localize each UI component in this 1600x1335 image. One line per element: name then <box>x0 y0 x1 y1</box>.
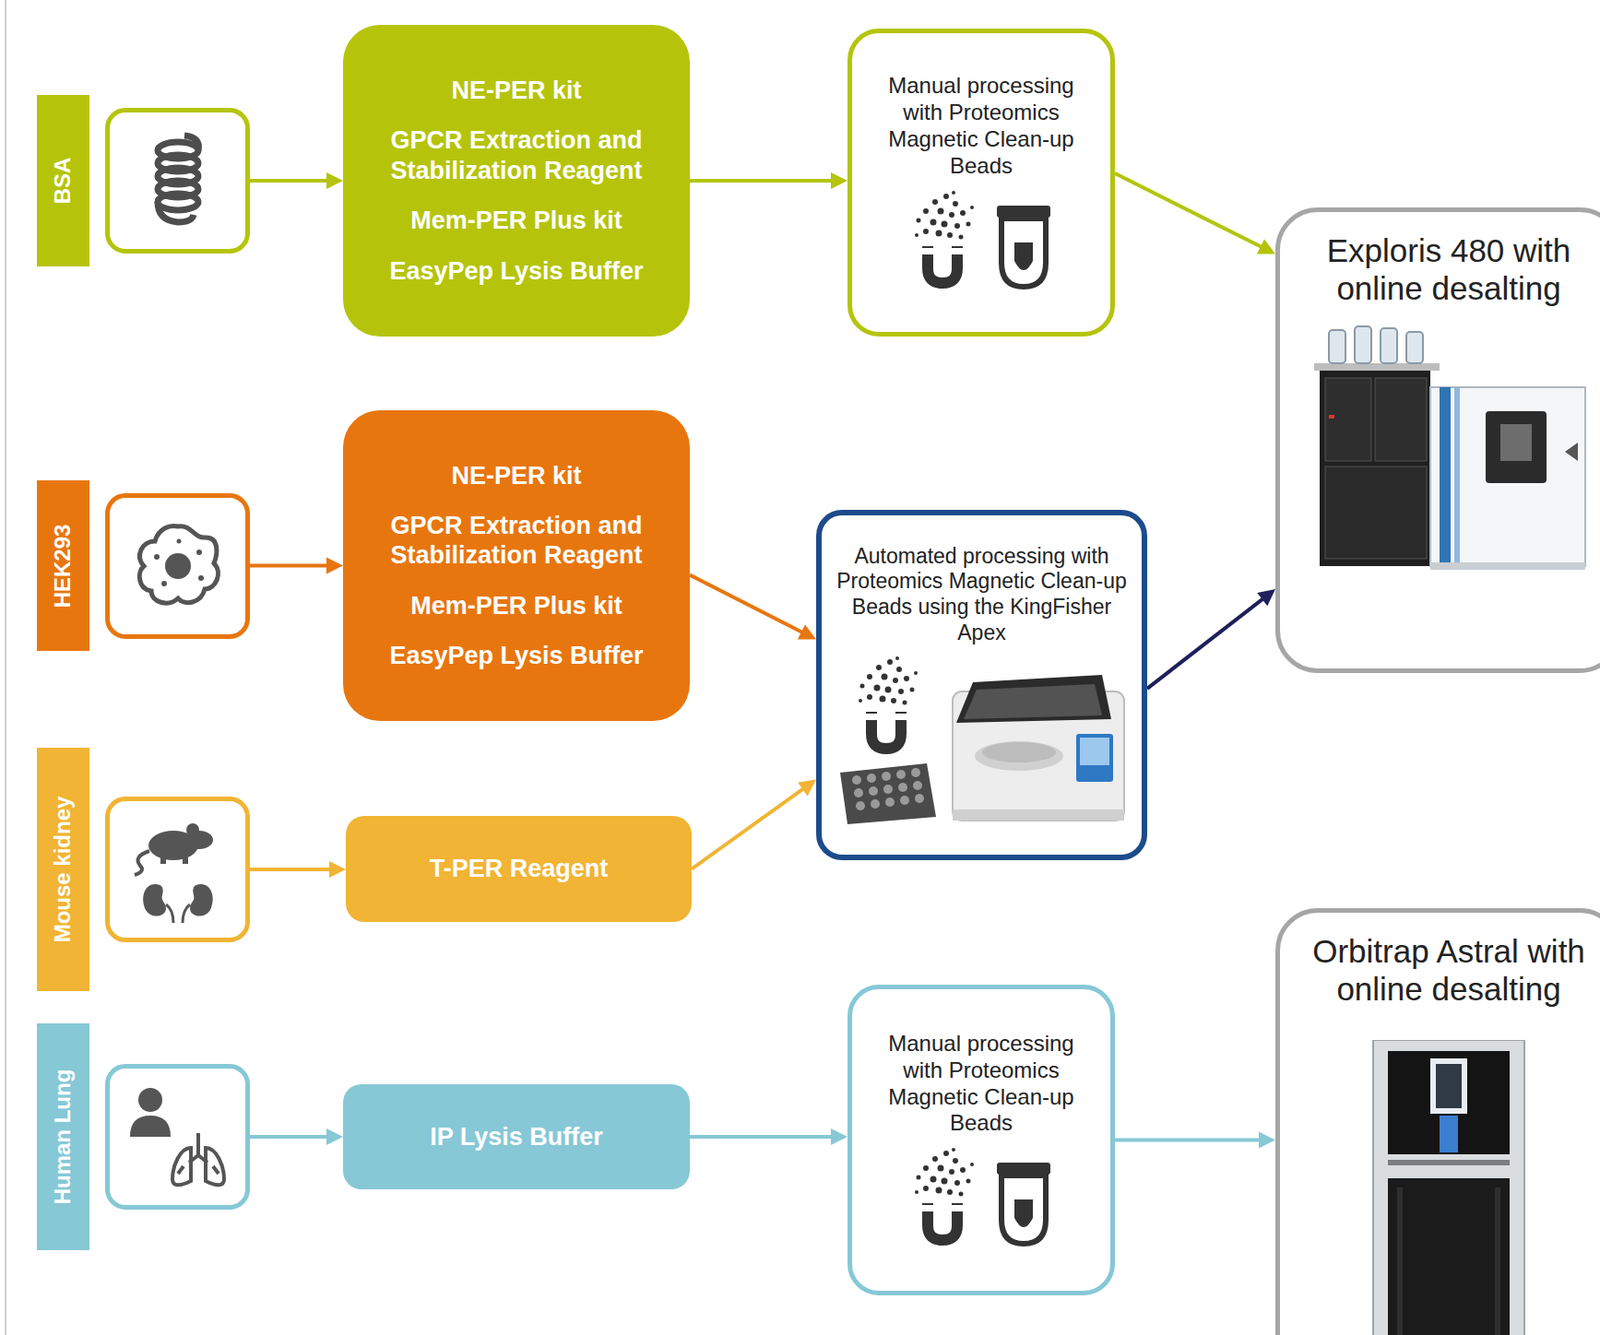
flow-arrow <box>249 1128 344 1146</box>
arrow-line <box>249 564 329 569</box>
arrow-line <box>689 575 804 634</box>
process-box: Manual processing with Proteomics Magnet… <box>847 984 1115 1296</box>
kingfisher-illustration <box>834 654 1130 827</box>
arrow-head <box>1258 1132 1276 1150</box>
icon-box <box>105 493 250 640</box>
reagent-name: Mem-PER Plus kit <box>410 591 623 621</box>
arrow-head <box>830 1128 848 1146</box>
arrow-line <box>249 178 329 183</box>
arrow-head <box>329 861 346 878</box>
instrument-name: Exploris 480 with online desalting <box>1310 232 1588 309</box>
reagent-box: NE-PER kitGPCR Extraction and Stabilizat… <box>343 24 690 337</box>
process-text: Manual processing with Proteomics Magnet… <box>879 1031 1083 1138</box>
reagent-box: NE-PER kitGPCR Extraction and Stabilizat… <box>343 410 690 722</box>
beads-tube-illustration <box>898 189 1065 293</box>
arrow-line <box>1114 1138 1261 1143</box>
arrow-line <box>691 788 805 870</box>
arrow-line <box>1147 598 1264 689</box>
arrow-head <box>830 172 848 190</box>
human-lung-icon <box>122 1081 234 1193</box>
flow-arrow <box>689 172 848 190</box>
flow-arrow <box>691 780 817 870</box>
arrow-head <box>1256 589 1276 606</box>
reagent-name: Mem-PER Plus kit <box>410 205 623 236</box>
sample-band: HEK293 <box>36 480 90 652</box>
reagent-name: T-PER Reagent <box>429 853 609 884</box>
instrument-name: Orbitrap Astral with online desalting <box>1310 933 1588 1009</box>
reagent-box: IP Lysis Buffer <box>343 1084 690 1190</box>
sample-label: Human Lung <box>50 1069 77 1206</box>
arrow-head <box>797 780 817 797</box>
sample-label: HEK293 <box>50 523 77 608</box>
sample-group: HEK293 <box>36 480 250 652</box>
flow-arrow <box>249 861 346 878</box>
flow-arrow <box>249 557 344 575</box>
sample-group: Human Lung <box>36 1023 250 1251</box>
protein-icon <box>127 130 229 232</box>
exploris-instrument <box>1310 322 1588 583</box>
reagent-name: IP Lysis Buffer <box>429 1122 604 1152</box>
flow-arrow <box>249 172 344 190</box>
sample-band: BSA <box>36 94 90 267</box>
arrow-line <box>689 1135 833 1139</box>
sample-group: Mouse kidney <box>36 747 250 992</box>
reagent-name: NE-PER kit <box>450 461 581 491</box>
sample-label: BSA <box>49 157 76 205</box>
process-box: Manual processing with Proteomics Magnet… <box>847 28 1115 337</box>
arrow-line <box>689 178 833 183</box>
instrument-box: Exploris 480 with online desalting <box>1275 207 1600 674</box>
beads-tube-illustration <box>898 1146 1065 1250</box>
orbitrap-astral-instrument <box>1365 1040 1532 1335</box>
icon-box <box>105 796 250 943</box>
sample-group: BSA <box>36 94 250 267</box>
icon-box <box>105 107 250 254</box>
sample-label: Mouse kidney <box>50 796 77 944</box>
reagent-box: T-PER Reagent <box>345 816 692 923</box>
arrow-head <box>326 557 344 575</box>
mouse-kidney-icon <box>127 814 229 925</box>
icon-box <box>105 1064 250 1210</box>
arrow-line <box>249 867 332 872</box>
reagent-name: EasyPep Lysis Buffer <box>389 256 643 286</box>
flow-arrow <box>689 1128 848 1146</box>
reagent-name: NE-PER kit <box>450 75 581 106</box>
reagent-name: EasyPep Lysis Buffer <box>389 640 643 671</box>
process-text: Automated processing with Proteomics Mag… <box>830 544 1133 646</box>
reagent-name: GPCR Extraction and Stabilization Reagen… <box>355 510 677 571</box>
flow-arrow <box>1114 173 1276 255</box>
arrow-head <box>1256 238 1276 254</box>
arrow-line <box>249 1135 329 1139</box>
sample-band: Mouse kidney <box>36 747 90 992</box>
reagent-name: GPCR Extraction and Stabilization Reagen… <box>355 125 677 186</box>
process-text: Manual processing with Proteomics Magnet… <box>879 72 1083 179</box>
cell-icon <box>127 515 229 617</box>
arrow-head <box>326 172 344 190</box>
arrow-head <box>326 1128 344 1146</box>
flow-arrow <box>1114 1132 1276 1150</box>
instrument-box: Orbitrap Astral with online desalting <box>1275 908 1600 1335</box>
flow-arrow <box>689 575 817 640</box>
arrow-head <box>797 624 817 640</box>
flow-arrow <box>1147 589 1276 689</box>
arrow-line <box>1114 173 1263 248</box>
sample-band: Human Lung <box>36 1023 90 1251</box>
process-box: Automated processing with Proteomics Mag… <box>816 509 1148 861</box>
